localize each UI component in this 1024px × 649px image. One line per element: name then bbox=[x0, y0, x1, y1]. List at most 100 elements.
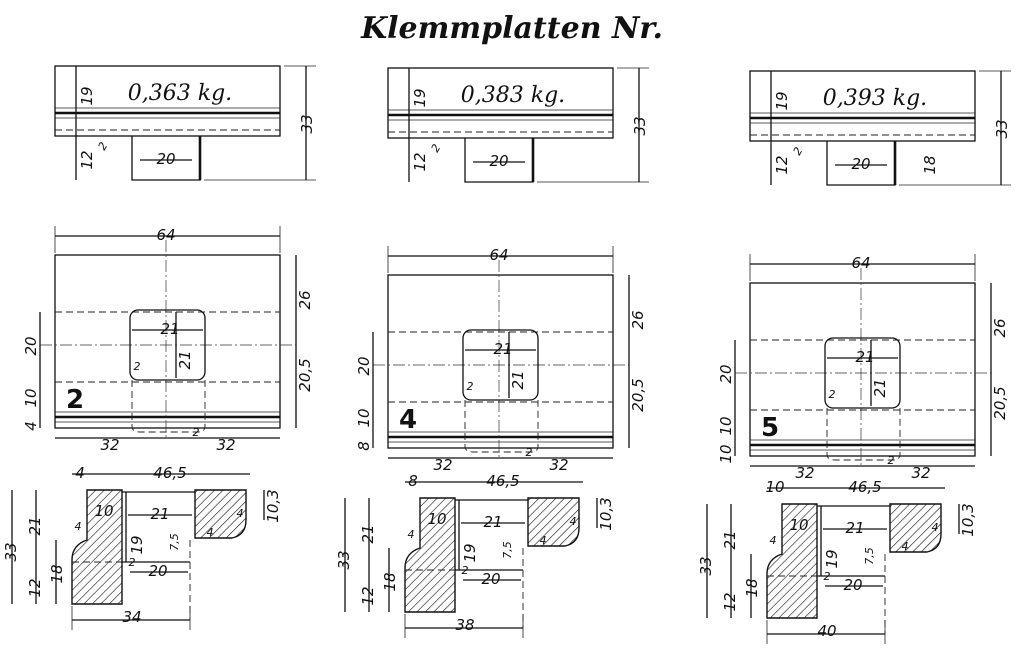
dim-r3: 4 bbox=[570, 515, 577, 528]
dim-inner: 21 bbox=[845, 519, 864, 537]
plate-number: 5 bbox=[761, 413, 779, 443]
plan-body bbox=[54, 254, 281, 429]
dim-left-3: 8 bbox=[355, 441, 373, 451]
dim-total: 33 bbox=[993, 119, 1011, 138]
dim-lip: 10 bbox=[427, 510, 446, 528]
plan-body bbox=[387, 274, 614, 449]
dim-r1: 7,5 bbox=[501, 541, 514, 559]
section-right-hatch bbox=[194, 489, 247, 539]
dim-right-2: 20,5 bbox=[991, 386, 1009, 419]
dim-h-b: 12 bbox=[359, 586, 377, 605]
dim-h-a: 21 bbox=[721, 530, 739, 549]
dim-bottom: 12 bbox=[411, 152, 429, 171]
dim-base: 34 bbox=[122, 608, 141, 626]
hole-hidden bbox=[464, 400, 539, 453]
dim-base: 38 bbox=[455, 616, 474, 634]
dim-r2: 4 bbox=[902, 540, 909, 553]
dim-h-b: 12 bbox=[26, 578, 44, 597]
dim-right-1: 26 bbox=[296, 290, 314, 309]
hole-hidden bbox=[826, 408, 901, 461]
dim-r3-left: 4 bbox=[75, 520, 82, 533]
dim-top: 19 bbox=[411, 88, 429, 107]
dim-top-left: 10 bbox=[765, 478, 784, 496]
plate-weight: 0,363 kg. bbox=[128, 81, 232, 106]
dim-corner-2: 2 bbox=[526, 446, 533, 459]
dim-bot: 20 bbox=[148, 562, 167, 580]
section-left-hatch bbox=[404, 497, 456, 613]
dim-r2: 4 bbox=[540, 534, 547, 547]
dim-corner-2: 2 bbox=[193, 426, 200, 439]
plan-body bbox=[749, 282, 976, 457]
plate-number: 4 bbox=[399, 405, 417, 435]
dim-width: 64 bbox=[156, 226, 175, 244]
plate-number: 2 bbox=[66, 385, 84, 415]
dim-r3: 4 bbox=[237, 507, 244, 520]
square-hole bbox=[129, 309, 206, 381]
dim-left-3: 4 bbox=[22, 421, 40, 431]
dim-top-left: 4 bbox=[75, 464, 85, 482]
hole-hidden bbox=[131, 380, 206, 433]
dim-corner-1: 2 bbox=[467, 380, 474, 393]
dim-stem: 20 bbox=[489, 152, 508, 170]
dim-bot: 20 bbox=[481, 570, 500, 588]
dim-right-h: 10,3 bbox=[597, 497, 615, 530]
dim-hole-w: 21 bbox=[493, 340, 512, 358]
dim-right-h: 10,3 bbox=[264, 489, 282, 522]
dim-rib: 19 bbox=[823, 549, 841, 568]
dim-h-c: 18 bbox=[381, 572, 399, 591]
dim-thick: 2 bbox=[429, 142, 444, 155]
dim-top: 19 bbox=[773, 91, 791, 110]
dim-half-left: 32 bbox=[433, 456, 452, 474]
dim-top: 19 bbox=[78, 86, 96, 105]
dim-top-span: 46,5 bbox=[848, 478, 881, 496]
dim-half-left: 32 bbox=[795, 464, 814, 482]
dim-left-3: 10 bbox=[717, 444, 735, 463]
dim-h-c: 18 bbox=[48, 564, 66, 583]
dim-h-b: 12 bbox=[721, 592, 739, 611]
dim-top-span: 46,5 bbox=[153, 464, 186, 482]
dim-h-total: 33 bbox=[2, 542, 20, 561]
dim-right-2: 20,5 bbox=[296, 358, 314, 391]
dim-left-1: 20 bbox=[355, 356, 373, 375]
dim-left-2: 10 bbox=[717, 416, 735, 435]
dim-top-span: 46,5 bbox=[486, 472, 519, 490]
dim-rib: 19 bbox=[461, 543, 479, 562]
dim-lip: 10 bbox=[789, 516, 808, 534]
dim-stem: 20 bbox=[851, 155, 870, 173]
dim-r3-left: 4 bbox=[408, 528, 415, 541]
dim-corner-2: 2 bbox=[888, 454, 895, 467]
dim-small: 2 bbox=[462, 564, 469, 577]
section-left-hatch bbox=[766, 503, 818, 619]
section-right-hatch bbox=[889, 503, 942, 553]
dim-total: 33 bbox=[298, 114, 316, 133]
side-body bbox=[54, 65, 281, 137]
dim-h-a: 21 bbox=[26, 516, 44, 535]
dim-base: 40 bbox=[817, 622, 836, 640]
dim-r3: 4 bbox=[932, 521, 939, 534]
dim-bottom: 12 bbox=[773, 155, 791, 174]
dim-hole-h: 21 bbox=[509, 370, 527, 389]
dim-width: 64 bbox=[489, 246, 508, 264]
dim-extra: 18 bbox=[921, 155, 939, 174]
dim-right-2: 20,5 bbox=[629, 378, 647, 411]
dim-r1: 7,5 bbox=[168, 533, 181, 551]
dim-top-left: 8 bbox=[408, 472, 418, 490]
dim-total: 33 bbox=[631, 116, 649, 135]
plate-weight: 0,393 kg. bbox=[823, 86, 927, 111]
dim-h-total: 33 bbox=[335, 550, 353, 569]
dim-inner: 21 bbox=[150, 505, 169, 523]
side-body bbox=[749, 70, 976, 142]
dim-half-right: 32 bbox=[549, 456, 568, 474]
dim-hole-h: 21 bbox=[176, 350, 194, 369]
dim-stem: 20 bbox=[156, 150, 175, 168]
dim-lip: 10 bbox=[94, 502, 113, 520]
